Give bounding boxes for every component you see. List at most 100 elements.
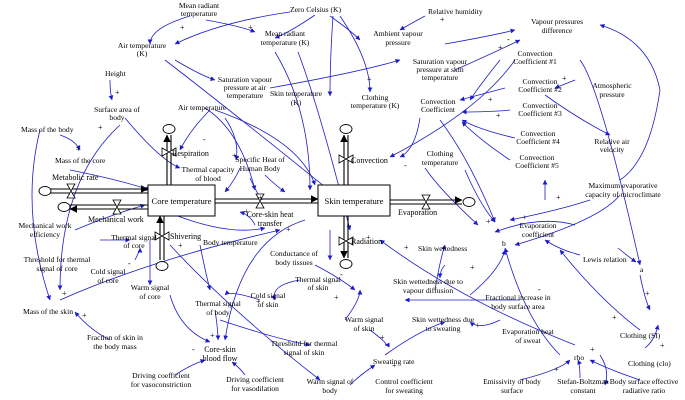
polarity-sign: + xyxy=(180,23,185,32)
polarity-sign: + xyxy=(334,293,339,302)
var-height[interactable]: Height xyxy=(105,69,127,78)
var-clothing-clo[interactable]: Clothing (clo) xyxy=(628,359,671,368)
valve-metabolic xyxy=(66,183,76,199)
var-skin-wettedness[interactable]: Skin wettedness xyxy=(418,244,467,253)
var-mass-of-the-core[interactable]: Mass of the core xyxy=(55,156,106,165)
var-a[interactable]: a xyxy=(640,265,644,274)
valve-convection xyxy=(338,154,354,164)
var-clothing-si[interactable]: Clothing (SI) xyxy=(620,331,661,340)
polarity-sign: + xyxy=(496,111,501,120)
cloud-evaporation xyxy=(462,197,476,207)
polarity-sign: + xyxy=(486,217,491,226)
polarity-sign: + xyxy=(82,311,87,320)
var-body-temperature[interactable]: Body temperature xyxy=(203,238,258,247)
polarity-sign: + xyxy=(498,43,503,52)
polarity-sign: + xyxy=(562,74,567,83)
var-sweating-rate[interactable]: Sweating rate xyxy=(373,357,415,366)
polarity-sign: + xyxy=(380,333,385,342)
var-mass-of-the-body[interactable]: Mass of the body xyxy=(21,125,74,134)
stock-core-label: Core temperature xyxy=(152,196,212,206)
stock-skin-temperature[interactable]: Skin temperature xyxy=(317,184,391,217)
var-b[interactable]: b xyxy=(502,239,506,248)
polarity-sign: + xyxy=(258,193,263,202)
polarity-sign: + xyxy=(367,75,372,84)
valve-respiration xyxy=(161,147,177,157)
var-air-temperature-k[interactable]: Air temperature(K) xyxy=(118,41,167,58)
polarity-sign: + xyxy=(98,123,103,132)
polarity-sign: + xyxy=(660,341,665,350)
polarity-sign: + xyxy=(475,321,480,330)
flow-radiation: Radiation xyxy=(351,237,382,246)
polarity-sign: - xyxy=(203,135,206,144)
cloud-shivering xyxy=(155,261,169,271)
var-mass-of-the-skin[interactable]: Mass of the skin xyxy=(23,307,73,316)
stock-core-temperature[interactable]: Core temperature xyxy=(147,184,216,217)
var-rho[interactable]: rho xyxy=(574,353,584,362)
valve-evaporation xyxy=(421,194,431,210)
polarity-sign: + xyxy=(488,95,493,104)
polarity-sign: + xyxy=(645,289,650,298)
flow-valves xyxy=(66,147,431,246)
var-skin-temperature-k[interactable]: Skin temperature(K) xyxy=(270,89,323,107)
polarity-markers: + + + - + + + - + + + + + - + + + + + + … xyxy=(62,15,665,374)
var-zero-celsius[interactable]: Zero Celsius (K) xyxy=(290,5,342,14)
causal-links xyxy=(31,11,661,386)
var-relative-humidity[interactable]: Relative humidity xyxy=(428,7,483,16)
var-air-temperature[interactable]: Air temperature xyxy=(178,103,227,112)
polarity-sign: - xyxy=(192,345,195,354)
polarity-sign: - xyxy=(340,270,343,279)
polarity-sign: + xyxy=(256,297,261,306)
polarity-sign: + xyxy=(556,193,561,202)
valve-shivering xyxy=(154,231,170,241)
cloud-skin-convection xyxy=(339,124,353,134)
var-lewis-relation[interactable]: Lewis relation xyxy=(583,255,627,264)
